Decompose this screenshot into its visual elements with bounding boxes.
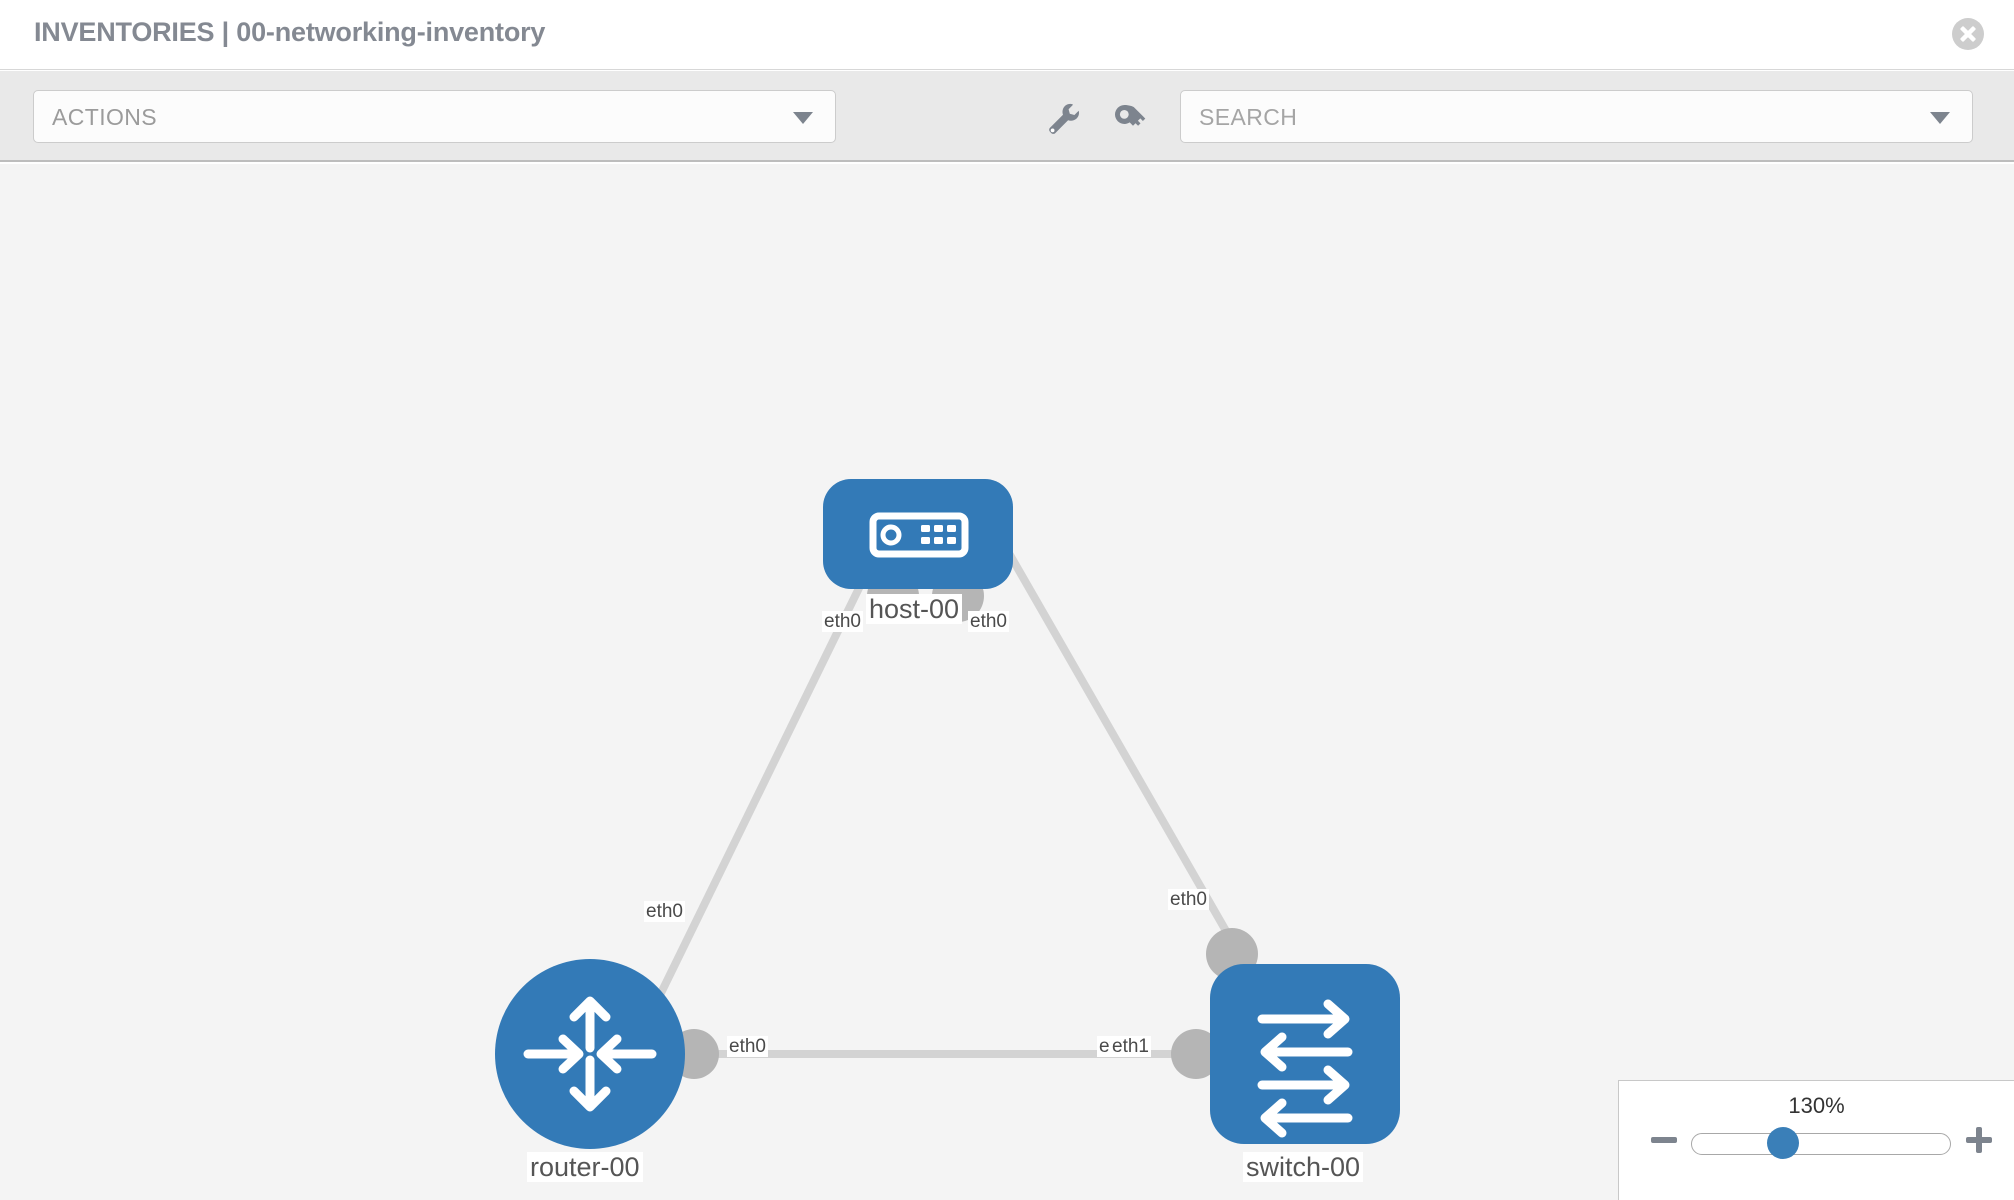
actions-dropdown-label: ACTIONS [52,104,158,130]
close-x-glyph [1960,26,1976,42]
host-00-body[interactable] [823,479,1013,589]
node-switch-00[interactable] [1210,964,1400,1144]
wrench-glyph [1049,103,1080,134]
server-icon [869,512,969,558]
topology-canvas[interactable]: host-00 router-00 switch-00 eth0 eth0 et… [0,164,2014,1200]
link-host00-switch00[interactable] [971,492,1249,966]
toolbar: ACTIONS SEARCH [0,71,2014,162]
iface-label-host00-eth0-right: eth0 [968,611,1009,633]
zoom-slider-track[interactable] [1691,1133,1951,1155]
zoom-in-button[interactable] [1962,1123,1996,1157]
zoom-level-value: 130% [1788,1093,1845,1118]
router-icon [523,996,657,1112]
node-host-00[interactable] [823,479,1013,589]
search-input[interactable]: SEARCH [1180,90,1973,143]
topology-ports [669,570,1258,1079]
plus-icon [1966,1127,1992,1153]
iface-label-host00-eth0-left: eth0 [822,611,863,633]
key-icon[interactable] [1110,101,1150,137]
iface-label-router00-eth0: eth0 [727,1036,768,1058]
node-label-switch-00: switch-00 [1243,1152,1364,1183]
node-router-00[interactable] [495,959,685,1149]
chevron-down-icon[interactable] [1930,112,1950,124]
switch-icon [1257,999,1353,1138]
close-icon[interactable] [1952,18,1984,50]
actions-dropdown[interactable]: ACTIONS [33,90,836,143]
port-switch00-eth1[interactable] [1171,1029,1221,1079]
page-title: INVENTORIES | 00-networking-inventory [34,17,546,47]
window-header: INVENTORIES | 00-networking-inventory [0,0,2014,70]
minus-icon [1651,1137,1677,1143]
iface-label-switch00-eth1: eth1 [1110,1036,1151,1058]
search-placeholder-text: SEARCH [1199,104,1298,130]
key-glyph [1115,105,1146,126]
zoom-control-panel: 130% [1618,1080,2014,1200]
zoom-slider-thumb[interactable] [1767,1127,1799,1159]
router-00-body[interactable] [495,959,685,1149]
node-label-host-00: host-00 [866,594,963,625]
zoom-out-button[interactable] [1647,1123,1681,1157]
wrench-icon[interactable] [1042,101,1082,137]
topology-graph [495,479,1400,1149]
iface-label-router00-eth0-uplink: eth0 [644,901,685,923]
node-label-router-00: router-00 [527,1152,643,1183]
iface-label-switch00-eth0-uplink: eth0 [1168,889,1209,911]
chevron-down-icon [793,112,813,124]
